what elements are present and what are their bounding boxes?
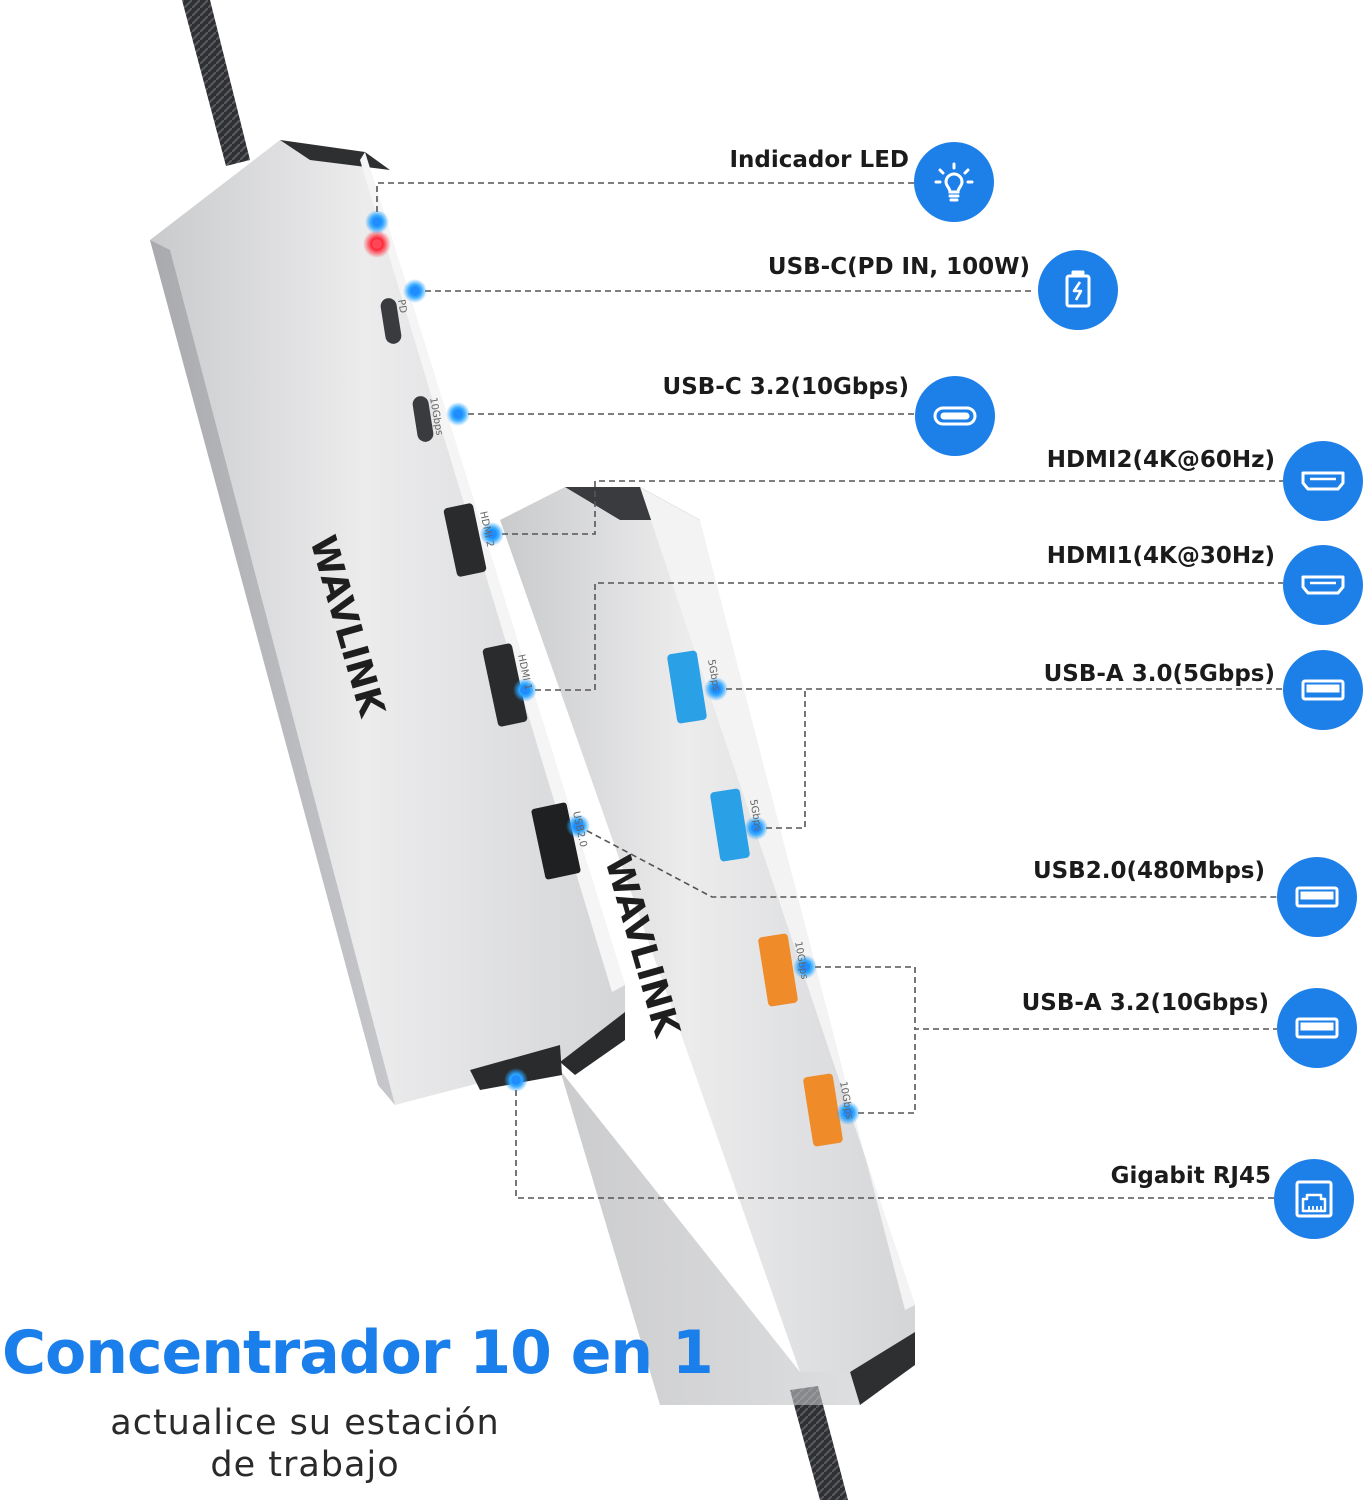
port-mark-5gbps-1: 5Gbps — [705, 659, 721, 692]
feature-label-hdmi1: HDMI1(4K@30Hz) — [1046, 543, 1275, 569]
subline-line-1: actualice su estación — [110, 1403, 500, 1443]
subline-line-2: de trabajo — [210, 1445, 400, 1485]
headline: Concentrador 10 en 1 — [2, 1318, 714, 1388]
hdmi-icon — [1283, 441, 1363, 521]
usb-a-icon — [1283, 650, 1363, 730]
ethernet-icon — [1274, 1159, 1354, 1239]
feature-label-rj45: Gigabit RJ45 — [1110, 1163, 1271, 1189]
usb-a-icon — [1277, 988, 1357, 1068]
usb-a-icon — [1277, 857, 1357, 937]
lightbulb-icon — [914, 142, 994, 222]
hub-body-back — [500, 487, 915, 1405]
feature-label-usba5: USB-A 3.0(5Gbps) — [1043, 661, 1275, 687]
hotspot-dots — [365, 210, 860, 1125]
usb-c-cable-top — [182, 0, 250, 166]
feature-label-usb20: USB2.0(480Mbps) — [1032, 858, 1265, 884]
feature-label-hdmi2: HDMI2(4K@60Hz) — [1046, 447, 1275, 473]
feature-label-usba10: USB-A 3.2(10Gbps) — [1021, 990, 1269, 1016]
feature-label-usbc: USB-C 3.2(10Gbps) — [662, 374, 909, 400]
hub-body-front — [150, 140, 625, 1105]
usb-c-cable-bottom — [790, 1386, 848, 1500]
battery-charge-icon — [1038, 250, 1118, 330]
port-mark-5gbps-2: 5Gbps — [747, 799, 763, 832]
port-mark-pd: PD — [395, 299, 408, 315]
hdmi-icon — [1283, 545, 1363, 625]
feature-label-pd: USB-C(PD IN, 100W) — [767, 254, 1030, 280]
leader-lines — [376, 182, 1283, 1199]
feature-label-led: Indicador LED — [729, 147, 909, 173]
usb-c-icon — [915, 376, 995, 456]
